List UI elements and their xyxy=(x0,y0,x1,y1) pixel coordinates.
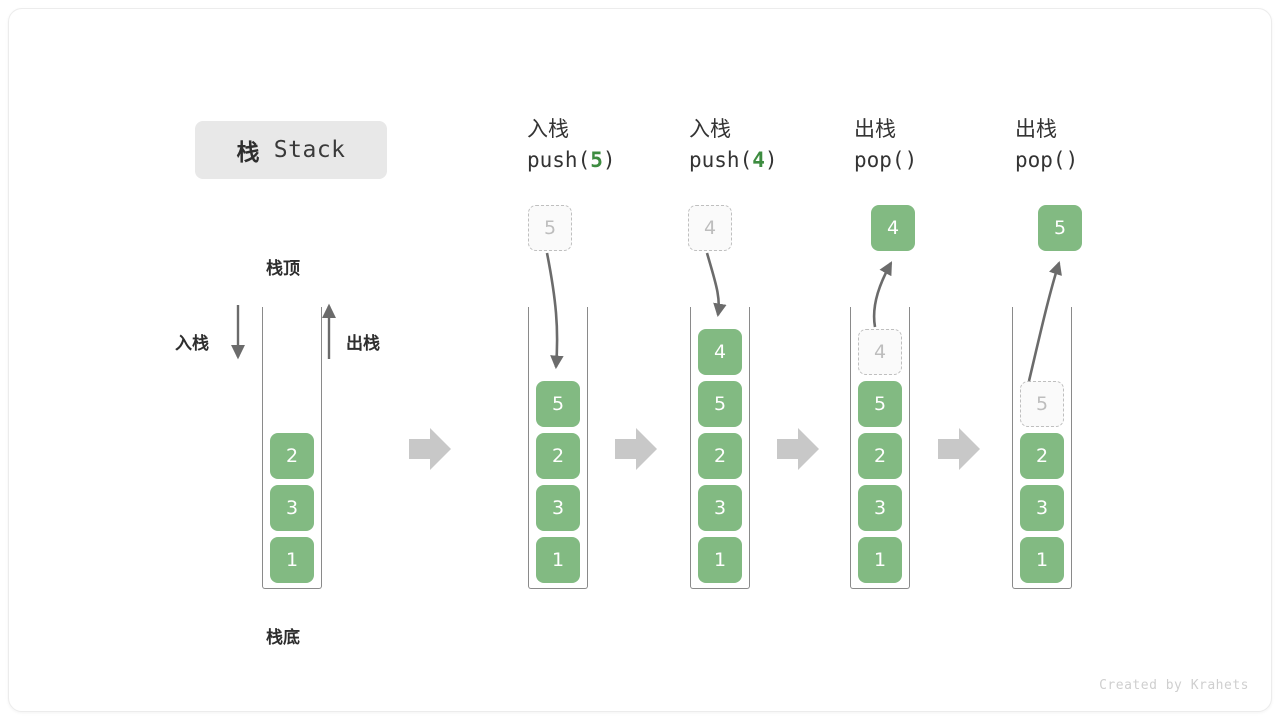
flow-arrow xyxy=(777,428,819,470)
stack-cell: 1 xyxy=(698,537,742,583)
column-header-code: push(5) xyxy=(527,148,616,172)
incoming-element-ghost: 4 xyxy=(688,205,732,251)
stack-cell: 1 xyxy=(270,537,314,583)
diagram-card: 栈 Stack 栈顶 栈底 入栈 出栈 2 3 1 入栈 push(5) 5 5… xyxy=(8,8,1272,712)
column-header-cjk: 出栈 xyxy=(854,117,896,141)
stack-cell: 1 xyxy=(858,537,902,583)
push-motion-arrow xyxy=(705,252,727,318)
stack-cell: 5 xyxy=(858,381,902,427)
column-header-push-4: 入栈 push(4) xyxy=(689,114,778,176)
column-header-pop-4: 出栈 pop() xyxy=(854,114,917,176)
stack-cell: 2 xyxy=(858,433,902,479)
stack-cell: 2 xyxy=(536,433,580,479)
label-stack-bottom: 栈底 xyxy=(266,628,300,648)
outgoing-element: 4 xyxy=(871,205,915,251)
stack-container-pop-5 xyxy=(1012,307,1072,589)
stack-cell: 2 xyxy=(1020,433,1064,479)
incoming-element-ghost: 5 xyxy=(528,205,572,251)
stack-cell: 3 xyxy=(858,485,902,531)
label-pop-side: 出栈 xyxy=(346,334,380,354)
stack-cell: 3 xyxy=(698,485,742,531)
title-latin: Stack xyxy=(273,137,346,163)
arrows-overlay xyxy=(231,252,1062,470)
removed-element-ghost: 5 xyxy=(1020,381,1064,427)
column-header-code: pop() xyxy=(1015,148,1079,172)
outgoing-element: 5 xyxy=(1038,205,1082,251)
column-header-pop-5: 出栈 pop() xyxy=(1015,114,1078,176)
title-cjk: 栈 xyxy=(236,140,260,166)
stack-cell: 3 xyxy=(536,485,580,531)
flow-arrow xyxy=(615,428,657,470)
diagram-title-chip: 栈 Stack xyxy=(195,121,387,179)
flow-arrow xyxy=(938,428,980,470)
stack-container-pop-4 xyxy=(850,307,910,589)
stack-cell: 4 xyxy=(698,329,742,375)
stack-cell: 2 xyxy=(270,433,314,479)
stack-container-push-5 xyxy=(528,307,588,589)
label-push-side: 入栈 xyxy=(175,334,209,354)
column-header-code: pop() xyxy=(854,148,918,172)
stack-cell: 5 xyxy=(536,381,580,427)
stack-cell: 1 xyxy=(1020,537,1064,583)
flow-arrow xyxy=(409,428,451,470)
stack-cell: 3 xyxy=(1020,485,1064,531)
column-header-push-5: 入栈 push(5) xyxy=(527,114,616,176)
stack-cell: 5 xyxy=(698,381,742,427)
stack-container-initial xyxy=(262,307,322,589)
stack-container-push-4 xyxy=(690,307,750,589)
credit-text: Created by Krahets xyxy=(1099,678,1249,693)
column-header-cjk: 入栈 xyxy=(689,117,731,141)
stack-cell: 2 xyxy=(698,433,742,479)
stack-cell: 3 xyxy=(270,485,314,531)
removed-element-ghost: 4 xyxy=(858,329,902,375)
column-header-cjk: 出栈 xyxy=(1015,117,1057,141)
stack-cell: 1 xyxy=(536,537,580,583)
column-header-code: push(4) xyxy=(689,148,778,172)
column-header-cjk: 入栈 xyxy=(527,117,569,141)
label-stack-top: 栈顶 xyxy=(266,259,300,279)
